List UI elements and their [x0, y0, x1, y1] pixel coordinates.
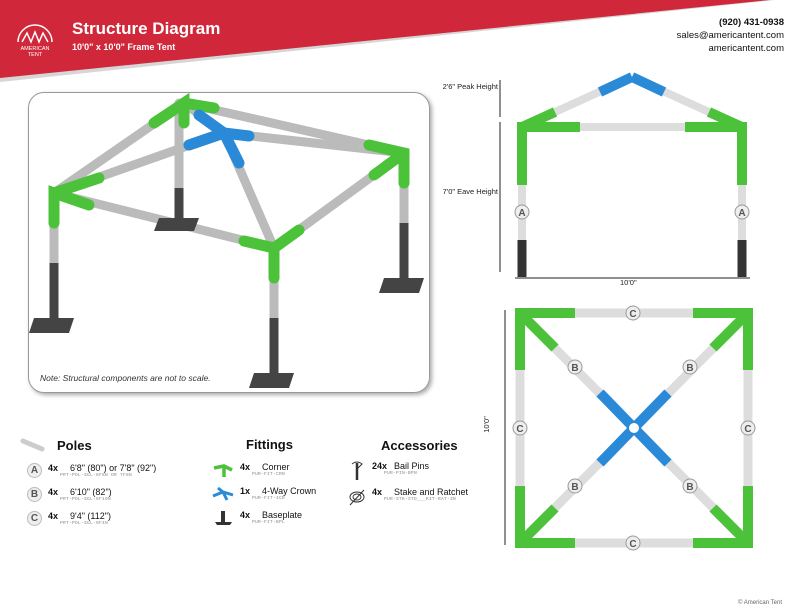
pole-item-c: C 4x 9'4" (112")PRT-POL-SGL-9F4N: [27, 511, 156, 526]
part-number: PUR-STK-STD___KIT-RAT-3N: [384, 497, 457, 502]
bail-pin-icon: [351, 461, 363, 480]
pole-letter: C: [27, 511, 42, 526]
top-view-drawing: C C C C B B B B: [504, 305, 756, 551]
phone: (920) 431-0938: [719, 17, 784, 28]
qty: 24x: [372, 461, 388, 471]
pole-item-b: B 4x 6'10" (82")PRT-POL-SGL-6F10N: [27, 487, 156, 502]
top-label-c: C: [629, 309, 636, 320]
accessories-heading: Accessories: [381, 438, 458, 453]
qty: 4x: [240, 462, 251, 472]
desc: Bail Pins: [394, 461, 430, 471]
part-number: PRT-POL-SGL-6F8N OR 7F8N: [60, 473, 133, 478]
corner-fitting-icon: [213, 464, 233, 477]
top-label-b: B: [571, 482, 578, 493]
page-subtitle: 10'0" x 10'0" Frame Tent: [72, 42, 176, 52]
isometric-view-panel: [28, 92, 430, 393]
qty: 4x: [372, 487, 383, 497]
side-view-drawing: A A: [499, 72, 750, 279]
qty: 4x: [48, 487, 59, 497]
copyright: © American Tent: [738, 600, 782, 606]
pole-icon: [20, 438, 45, 452]
qty: 4x: [240, 510, 251, 520]
top-side-label: 10'0": [481, 416, 491, 433]
desc: 9'4" (112"): [70, 511, 111, 521]
part-number: PRT-POL-SGL-6F10N: [60, 497, 112, 502]
fittings-heading: Fittings: [246, 437, 293, 452]
stake-ratchet-icon: [349, 489, 365, 506]
american-tent-logo: [17, 24, 53, 44]
top-label-b: B: [686, 482, 693, 493]
pole-letter: B: [27, 487, 42, 502]
part-number: PUR-PIN-BPN: [384, 471, 418, 476]
baseplate-icon: [215, 511, 232, 525]
svg-text:AMERICAN: AMERICAN: [20, 46, 49, 52]
qty: 4x: [48, 511, 59, 521]
website-link[interactable]: americantent.com: [708, 43, 784, 54]
isometric-note: Note: Structural components are not to s…: [40, 373, 211, 383]
qty: 4x: [48, 463, 59, 473]
eave-height-label: 7'0" Eave Height: [442, 187, 498, 196]
top-label-c: C: [516, 424, 523, 435]
side-pole-label-a: A: [738, 208, 745, 219]
crown-fitting-icon: [212, 486, 234, 501]
top-label-b: B: [571, 363, 578, 374]
pole-item-a: A 4x 6'8" (80") or 7'8" (92")PRT-POL-SGL-6…: [27, 463, 156, 478]
top-label-c: C: [629, 539, 636, 550]
side-width-label: 10'0": [620, 278, 637, 287]
side-pole-label-a: A: [518, 208, 525, 219]
pole-letter: A: [27, 463, 42, 478]
part-number: PUR-FIT-BPL: [252, 520, 286, 525]
top-label-c: C: [744, 424, 751, 435]
top-label-b: B: [686, 363, 693, 374]
desc: 4-Way Crown: [262, 486, 317, 496]
desc: Stake and Ratchet: [394, 487, 469, 497]
qty: 1x: [240, 486, 251, 496]
page-title: Structure Diagram: [72, 19, 221, 38]
email-link[interactable]: sales@americantent.com: [676, 30, 784, 41]
poles-heading: Poles: [57, 438, 92, 453]
desc: Baseplate: [262, 510, 303, 520]
desc: 6'8" (80") or 7'8" (92"): [70, 463, 157, 473]
desc: Corner: [262, 462, 290, 472]
desc: 6'10" (82"): [70, 487, 112, 497]
header-banner: AMERICAN TENT: [0, 0, 775, 82]
isometric-tent-drawing: [29, 92, 424, 388]
peak-height-label: 2'6" Peak Height: [442, 82, 498, 91]
svg-text:TENT: TENT: [28, 52, 43, 58]
part-number: PRT-POL-SGL-9F4N: [60, 521, 109, 526]
part-number: PUR-FIT-4CR: [252, 496, 286, 501]
part-number: PUR-FIT-CRN: [252, 472, 286, 477]
